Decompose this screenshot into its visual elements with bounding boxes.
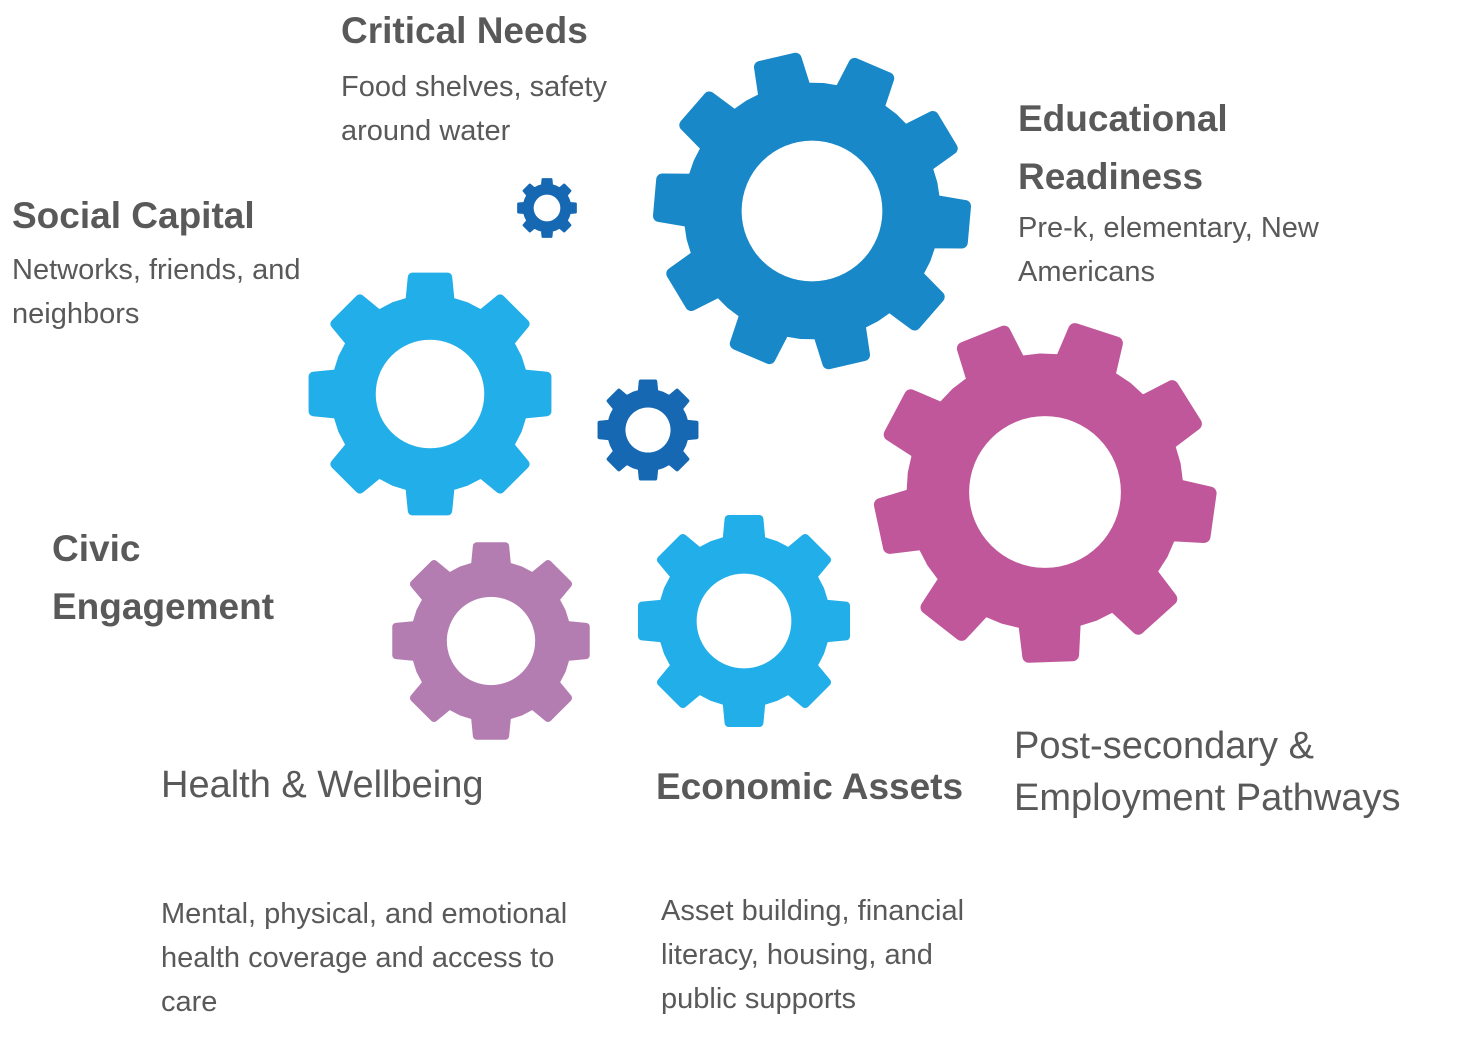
health-wellbeing-desc: Mental, physical, and emotional health c…: [161, 898, 568, 1018]
social-capital-title: Social Capital: [12, 195, 255, 236]
post-secondary-title: Post-secondary & Employment Pathways: [1014, 725, 1401, 819]
gear-critical-needs-icon: [517, 178, 577, 238]
gear-educational-readiness-icon: [652, 52, 972, 370]
critical-needs-title: Critical Needs: [341, 10, 588, 51]
gear-economic-assets-icon: [637, 514, 851, 728]
gear-post-secondary-icon: [873, 323, 1217, 663]
civic-engagement-title: Civic Engagement: [52, 528, 275, 627]
gear-health-wellbeing-icon: [392, 542, 590, 740]
economic-assets-desc: Asset building, financial literacy, hous…: [661, 895, 965, 1015]
health-wellbeing-title: Health & Wellbeing: [161, 764, 484, 806]
gear-social-capital-icon: [308, 272, 552, 516]
gear-center-small-icon: [597, 379, 699, 481]
educational-readiness-desc: Pre-k, elementary, New Americans: [1018, 212, 1319, 288]
social-capital-desc: Networks, friends, and neighbors: [12, 254, 301, 330]
economic-assets-title: Economic Assets: [656, 766, 964, 807]
educational-readiness-title: Educational Readiness: [1018, 98, 1228, 197]
critical-needs-desc: Food shelves, safety around water: [341, 71, 607, 147]
